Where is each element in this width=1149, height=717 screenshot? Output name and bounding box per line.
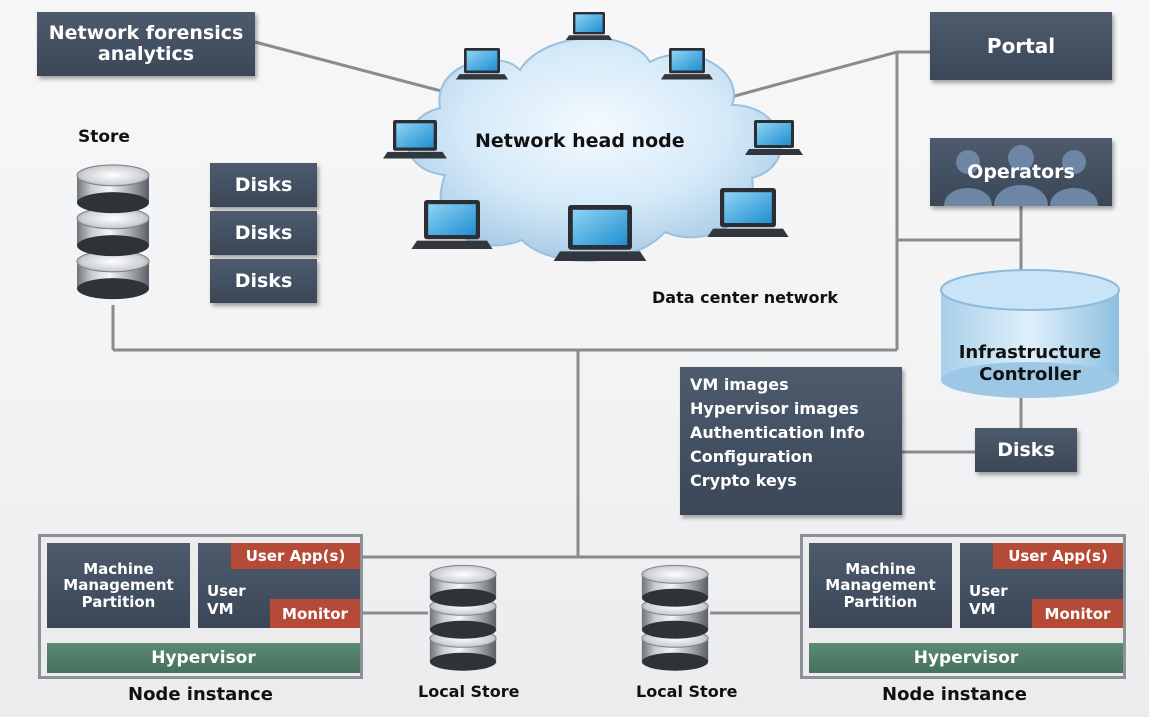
mmp-line3-left: Partition	[81, 592, 156, 611]
monitor-label-left: Monitor	[282, 604, 348, 623]
node-instance-caption-left: Node instance	[128, 684, 273, 705]
portal-box: Portal	[930, 12, 1112, 80]
info-item-crypto-keys: Crypto keys	[690, 471, 797, 490]
info-item-hypervisor-images: Hypervisor images	[690, 399, 859, 418]
mmp-line2-left: Management	[63, 576, 174, 595]
mmp-line1-left: Machine	[83, 559, 154, 578]
infrastructure-controller-line2: Controller	[979, 364, 1081, 385]
store-label: Store	[78, 127, 130, 147]
node-instance-caption-right: Node instance	[882, 684, 1027, 705]
info-item-authentication-info: Authentication Info	[690, 423, 865, 442]
mmp-box-right: Machine Management Partition	[809, 543, 952, 628]
user-vm-label-left: User VM	[207, 582, 246, 618]
hypervisor-left: Hypervisor	[47, 643, 360, 673]
store-disks-box-3: Disks	[210, 259, 317, 303]
hypervisor-right: Hypervisor	[809, 643, 1123, 673]
node-instance-left: Machine Management Partition User App(s)…	[38, 534, 363, 679]
user-vm-label-right: User VM	[969, 582, 1008, 618]
user-vm-line2-left: VM	[207, 600, 234, 618]
hypervisor-label-left: Hypervisor	[151, 648, 256, 668]
user-apps-label-left: User App(s)	[245, 547, 346, 565]
monitor-left: Monitor	[270, 599, 360, 628]
connector-lines	[111, 40, 1023, 642]
infrastructure-controller-line1: Infrastructure	[958, 342, 1102, 363]
store-disks-label-1: Disks	[234, 173, 293, 196]
network-forensics-box: Network forensics analytics	[37, 12, 255, 76]
user-vm-line1-right: User	[969, 582, 1008, 600]
people-icon	[944, 145, 1098, 206]
operators-label: Operators	[967, 160, 1075, 183]
monitor-right: Monitor	[1032, 599, 1123, 628]
mmp-box-left: Machine Management Partition	[47, 543, 190, 628]
local-store-left-label: Local Store	[418, 682, 520, 701]
controller-disks-label: Disks	[997, 438, 1055, 461]
network-head-node-label: Network head node	[475, 130, 685, 152]
operators-box: Operators	[930, 138, 1112, 206]
local-store-right-label: Local Store	[636, 682, 738, 701]
infrastructure-controller-cylinder-icon	[940, 269, 1120, 398]
store-disks-label-2: Disks	[234, 221, 293, 244]
user-vm-line1-left: User	[207, 582, 246, 600]
store-disks-box-2: Disks	[210, 211, 317, 255]
data-center-network-label: Data center network	[652, 288, 838, 307]
user-apps-left: User App(s)	[231, 543, 360, 569]
infrastructure-controller-label: Infrastructure Controller	[941, 342, 1119, 386]
monitor-label-right: Monitor	[1044, 604, 1111, 623]
store-disks-label-3: Disks	[234, 269, 293, 292]
mmp-line1-right: Machine	[845, 559, 916, 578]
user-vm-line2-right: VM	[969, 600, 996, 618]
images-info-list: VM images Hypervisor images Authenticati…	[680, 367, 902, 515]
network-forensics-line2: analytics	[97, 43, 195, 65]
info-item-vm-images: VM images	[690, 375, 789, 394]
info-item-configuration: Configuration	[690, 447, 814, 466]
network-forensics-line1: Network forensics	[48, 22, 244, 45]
user-apps-label-right: User App(s)	[1008, 547, 1108, 565]
local-store-left-icon	[429, 564, 497, 672]
controller-disks-box: Disks	[975, 428, 1077, 472]
node-instance-right: Machine Management Partition User App(s)…	[800, 534, 1126, 679]
store-disks-box-1: Disks	[210, 163, 317, 207]
store-database-icon	[76, 164, 150, 300]
portal-label: Portal	[986, 34, 1056, 58]
hypervisor-label-right: Hypervisor	[913, 648, 1019, 668]
local-store-right-icon	[641, 564, 709, 672]
mmp-line3-right: Partition	[843, 592, 918, 611]
user-apps-right: User App(s)	[993, 543, 1123, 569]
mmp-line2-right: Management	[825, 576, 936, 595]
